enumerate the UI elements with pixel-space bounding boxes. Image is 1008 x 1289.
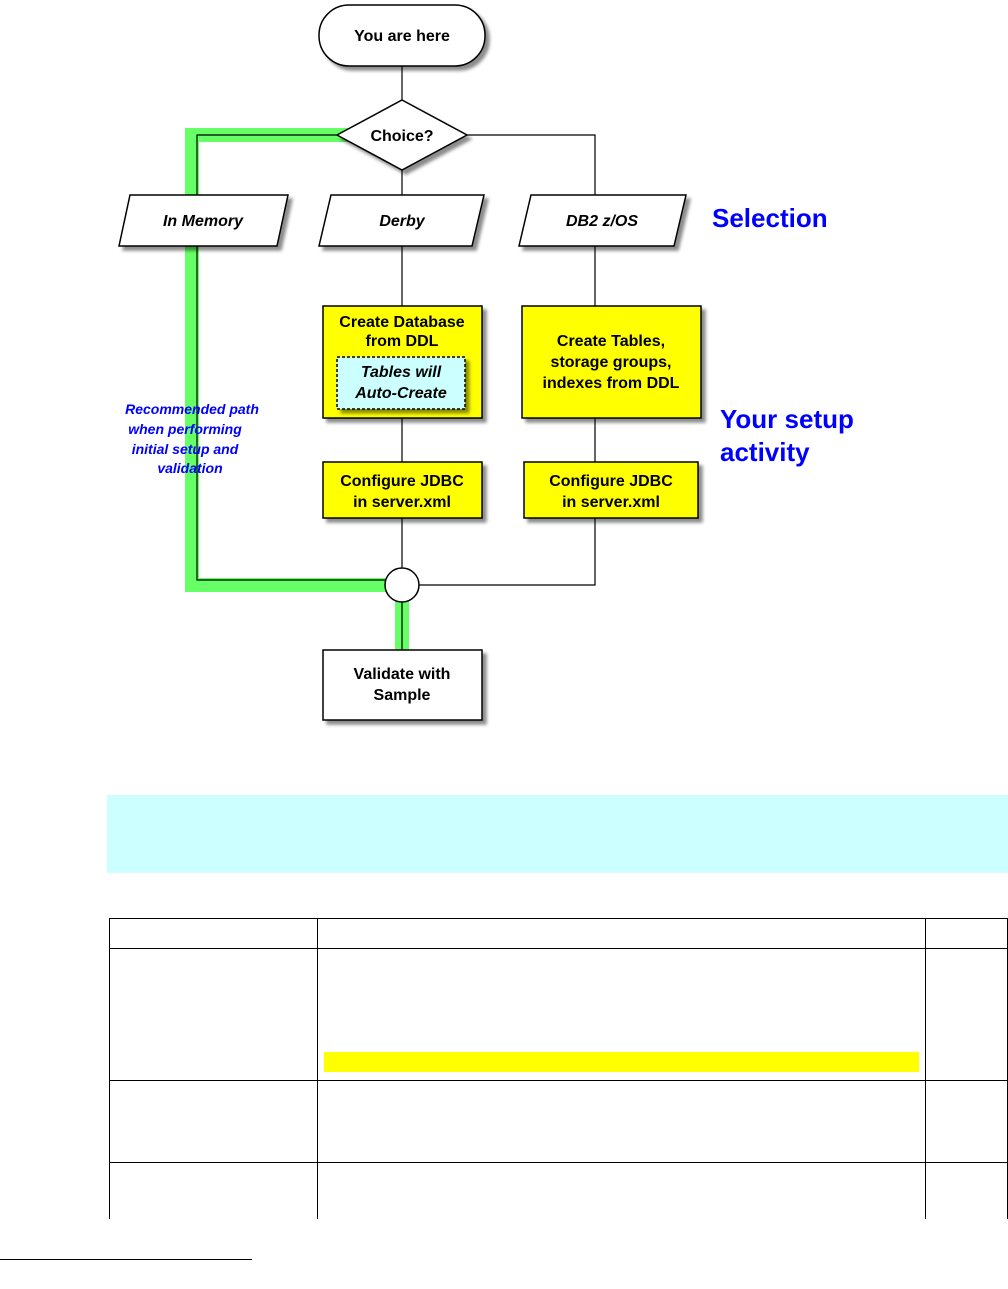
setup-flowchart: You are here Choice? In Memory Derby DB2… <box>118 4 854 721</box>
validate-line-2: Sample <box>374 687 431 704</box>
derby-create-line-1: Create Database <box>339 314 465 331</box>
setup-table <box>109 918 1008 1219</box>
option-db2-zos: DB2 z/OS <box>518 194 687 247</box>
connector-lines <box>196 66 596 650</box>
derby-configure-jdbc-box: Configure JDBC in server.xml <box>322 461 483 519</box>
db2-create-tables-box: Create Tables, storage groups, indexes f… <box>521 305 702 419</box>
option-derby-label: Derby <box>379 213 425 230</box>
option-db2-zos-label: DB2 z/OS <box>566 213 638 230</box>
option-derby: Derby <box>318 194 485 247</box>
option-in-memory-label: In Memory <box>163 213 244 230</box>
choice-decision: Choice? <box>335 99 469 171</box>
derby-configure-line-1: Configure JDBC <box>340 473 464 490</box>
db2-create-line-3: indexes from DDL <box>543 375 680 392</box>
table-cell <box>109 1162 318 1219</box>
derby-configure-line-2: in server.xml <box>353 494 451 511</box>
db2-configure-jdbc-box: Configure JDBC in server.xml <box>523 461 699 519</box>
choice-label: Choice? <box>370 128 433 145</box>
table-header-cell <box>925 918 1008 949</box>
table-cell <box>925 1080 1008 1163</box>
table-cell <box>109 948 318 1081</box>
recommended-path-label: Recommended path when performing initial… <box>125 401 259 476</box>
db2-configure-line-2: in server.xml <box>562 494 660 511</box>
recommended-line-1: Recommended path <box>125 401 259 417</box>
table-header-row <box>109 918 1008 949</box>
tables-auto-create-note: Tables will Auto-Create <box>336 356 466 410</box>
setup-activity-label-line-1: Your setup <box>720 404 854 434</box>
recommended-line-3: initial setup and <box>132 441 239 457</box>
db2-configure-line-1: Configure JDBC <box>549 473 673 490</box>
selection-label: Selection <box>712 203 828 233</box>
derby-create-database-box: Create Database from DDL Tables will Aut… <box>322 305 483 419</box>
derby-create-line-2: from DDL <box>366 333 439 350</box>
tables-auto-create-line-2: Auto-Create <box>354 385 447 402</box>
table-cell <box>317 1080 926 1163</box>
highlight-bar <box>324 1052 919 1072</box>
note-box <box>107 795 1008 873</box>
table-row <box>109 1162 1008 1219</box>
tables-auto-create-line-1: Tables will <box>361 364 442 381</box>
validate-line-1: Validate with <box>354 666 451 683</box>
start-label: You are here <box>354 28 450 45</box>
table-header-cell <box>109 918 318 949</box>
start-terminator: You are here <box>318 4 486 67</box>
table-row <box>109 1080 1008 1163</box>
option-in-memory: In Memory <box>118 194 289 247</box>
table-header-cell <box>317 918 926 949</box>
merge-connector <box>384 567 420 603</box>
footnote-rule <box>0 1259 252 1260</box>
table-cell <box>109 1080 318 1163</box>
table-cell <box>925 948 1008 1081</box>
table-cell <box>925 1162 1008 1219</box>
recommended-line-4: validation <box>157 460 222 476</box>
validate-sample-box: Validate with Sample <box>322 649 483 721</box>
db2-create-line-1: Create Tables, <box>557 333 665 350</box>
recommended-line-2: when performing <box>128 421 242 437</box>
db2-create-line-2: storage groups, <box>551 354 672 371</box>
setup-activity-label-line-2: activity <box>720 437 810 467</box>
table-cell <box>317 1162 926 1219</box>
